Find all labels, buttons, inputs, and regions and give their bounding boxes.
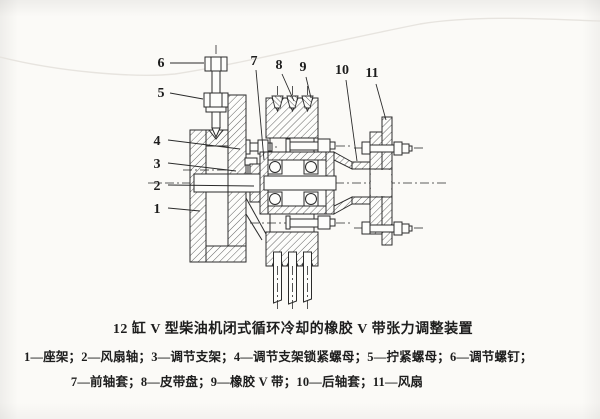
ball-bearing-front-top	[267, 159, 283, 175]
figure-title: 12 缸 V 型柴油机闭式循环冷却的橡胶 V 带张力调整装置	[112, 322, 474, 337]
figure-legend-line1: 1—座架；2—风扇轴；3—调节支架；4—调节支架锁紧螺母；5—拧紧螺母；6—调节…	[24, 350, 533, 364]
callout-4: 4	[154, 134, 161, 149]
callout-1: 1	[154, 202, 161, 217]
fan-part	[352, 116, 393, 246]
fan-bolt-top	[354, 141, 424, 156]
adjust-screw-part	[204, 56, 228, 139]
callout-numbers: 1 2 3 4 5 6 7 8 9 10 11	[154, 54, 379, 217]
callout-6: 6	[158, 56, 165, 71]
pulley-bolt-bottom	[250, 215, 350, 230]
bearing-housing	[259, 151, 337, 215]
page-curl-line	[0, 17, 600, 76]
tighten-nut-part	[203, 92, 229, 113]
callout-3: 3	[154, 157, 161, 172]
figure-legend-line2: 7—前轴套；8—皮带盘；9—橡胶 V 带；10—后轴套；11—风扇	[70, 375, 424, 389]
callout-9: 9	[300, 60, 307, 75]
callout-5: 5	[158, 86, 165, 101]
ball-bearing-rear-top	[303, 159, 319, 175]
fan-shaft-part	[193, 173, 265, 193]
fan-bolt-bottom	[354, 221, 424, 236]
leader-lines	[167, 62, 387, 212]
callout-8: 8	[276, 58, 283, 73]
callout-2: 2	[154, 179, 161, 194]
ball-bearing-front-bottom	[267, 191, 283, 207]
callout-7: 7	[251, 54, 258, 69]
pulley-bolt-top	[285, 138, 350, 153]
callout-10: 10	[335, 63, 349, 78]
v-belt-part	[271, 86, 314, 312]
assembly-sectional-drawing: 1 2 3 4 5 6 7 8 9 10 11	[0, 17, 600, 312]
ball-bearing-rear-bottom	[303, 191, 319, 207]
callout-11: 11	[365, 66, 378, 81]
